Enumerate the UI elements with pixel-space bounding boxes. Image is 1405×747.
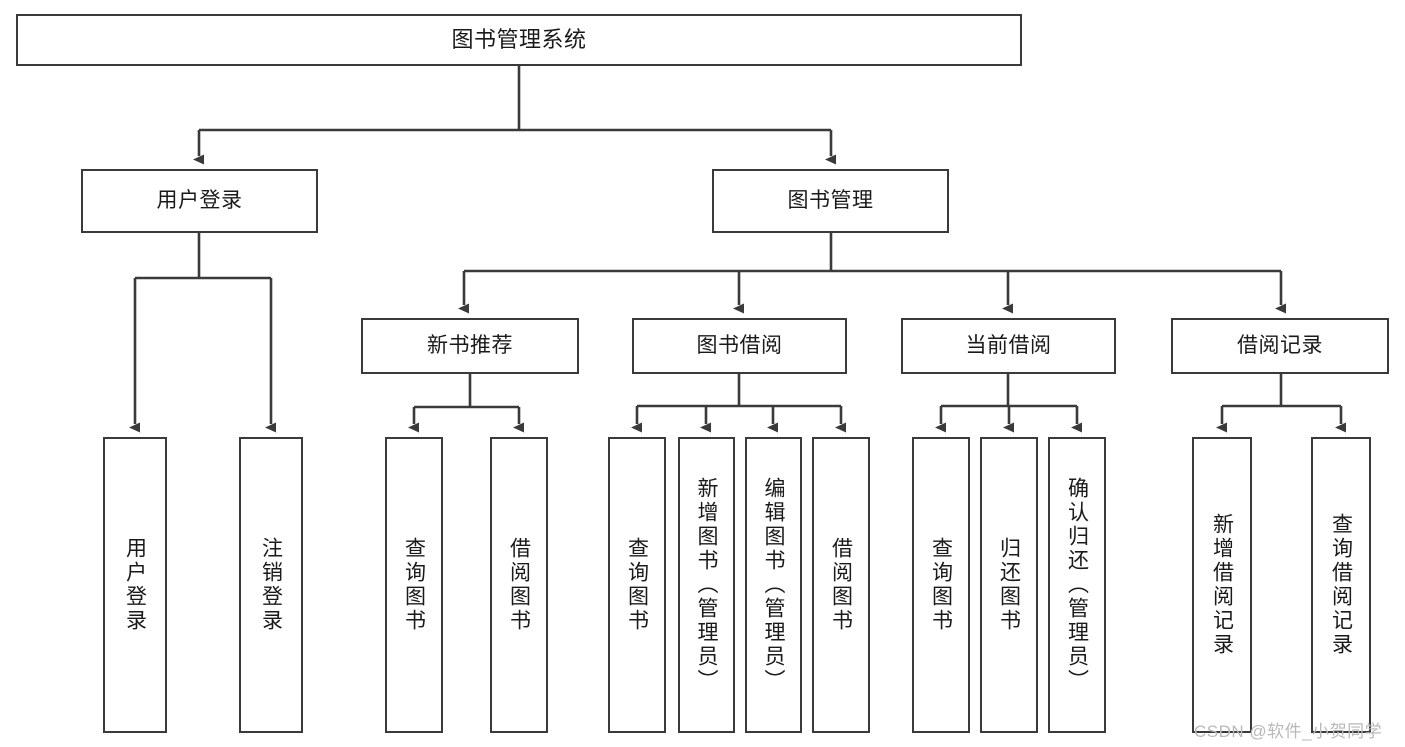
- node-leaf-user-login-label: 用户登录: [123, 537, 147, 633]
- node-current-borrow-label: 当前借阅: [965, 334, 1052, 358]
- csdn-watermark: CSDN @软件_小贺同学: [1194, 722, 1383, 741]
- node-borrow-record[interactable]: 借阅记录: [1171, 318, 1389, 374]
- node-leaf-query-book-2-label: 查询图书: [625, 537, 649, 633]
- node-leaf-add-record[interactable]: 新增借阅记录: [1192, 437, 1252, 733]
- node-user-login-label: 用户登录: [156, 189, 243, 213]
- node-leaf-query-book-3-label: 查询图书: [929, 537, 953, 633]
- node-leaf-edit-book[interactable]: 编辑图书（管理员）: [745, 437, 802, 733]
- node-leaf-confirm-return-label: 确认归还（管理员）: [1065, 477, 1089, 693]
- node-leaf-logout-login[interactable]: 注销登录: [239, 437, 303, 733]
- node-leaf-query-record-label: 查询借阅记录: [1329, 513, 1353, 657]
- node-leaf-edit-book-label: 编辑图书（管理员）: [762, 477, 785, 693]
- node-leaf-query-book-1[interactable]: 查询图书: [385, 437, 443, 733]
- node-current-borrow[interactable]: 当前借阅: [901, 318, 1116, 374]
- node-new-book-recommend-label: 新书推荐: [427, 334, 513, 358]
- node-book-borrow[interactable]: 图书借阅: [632, 318, 847, 374]
- node-leaf-add-record-label: 新增借阅记录: [1210, 513, 1234, 657]
- node-leaf-logout-login-label: 注销登录: [259, 537, 283, 633]
- node-new-book-recommend[interactable]: 新书推荐: [361, 318, 579, 374]
- node-book-borrow-label: 图书借阅: [696, 334, 783, 358]
- node-leaf-return-book[interactable]: 归还图书: [980, 437, 1038, 733]
- node-root-label: 图书管理系统: [451, 26, 587, 52]
- node-book-manage-label: 图书管理: [787, 189, 874, 213]
- node-leaf-query-book-3[interactable]: 查询图书: [912, 437, 970, 733]
- node-leaf-borrow-book-1-label: 借阅图书: [507, 537, 531, 633]
- node-borrow-record-label: 借阅记录: [1237, 334, 1323, 358]
- node-leaf-borrow-book-1[interactable]: 借阅图书: [490, 437, 548, 733]
- node-leaf-confirm-return[interactable]: 确认归还（管理员）: [1048, 437, 1106, 733]
- node-root[interactable]: 图书管理系统: [16, 14, 1022, 66]
- node-leaf-user-login[interactable]: 用户登录: [103, 437, 167, 733]
- node-leaf-query-book-2[interactable]: 查询图书: [608, 437, 666, 733]
- node-book-manage[interactable]: 图书管理: [712, 169, 949, 233]
- node-user-login[interactable]: 用户登录: [81, 169, 318, 233]
- node-leaf-borrow-book-2-label: 借阅图书: [829, 537, 853, 633]
- node-leaf-add-book-label: 新增图书（管理员）: [695, 477, 718, 693]
- node-leaf-query-book-1-label: 查询图书: [402, 537, 426, 633]
- node-leaf-add-book[interactable]: 新增图书（管理员）: [678, 437, 735, 733]
- node-leaf-query-record[interactable]: 查询借阅记录: [1311, 437, 1371, 733]
- node-leaf-return-book-label: 归还图书: [997, 537, 1021, 633]
- node-leaf-borrow-book-2[interactable]: 借阅图书: [812, 437, 870, 733]
